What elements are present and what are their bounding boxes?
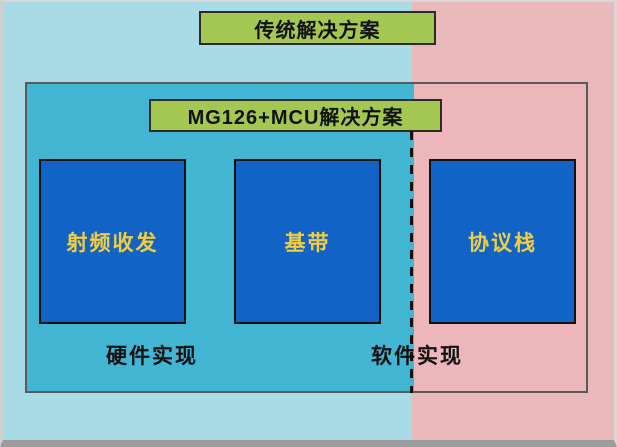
mg126-solution-container: MG126+MCU解决方案 射频收发 基带 协议栈 硬件实现 软件实现: [25, 82, 588, 393]
hardware-implementation-label: 硬件实现: [106, 345, 198, 368]
box-rf-transceiver: 射频收发: [39, 159, 186, 324]
mg126-solution-title: MG126+MCU解决方案: [149, 99, 442, 132]
hardware-software-divider-line: [410, 131, 413, 393]
box-protocol-stack: 协议栈: [429, 159, 576, 324]
traditional-solution-title: 传统解决方案: [199, 11, 436, 45]
box-baseband: 基带: [234, 159, 381, 324]
software-implementation-label: 软件实现: [371, 345, 463, 368]
